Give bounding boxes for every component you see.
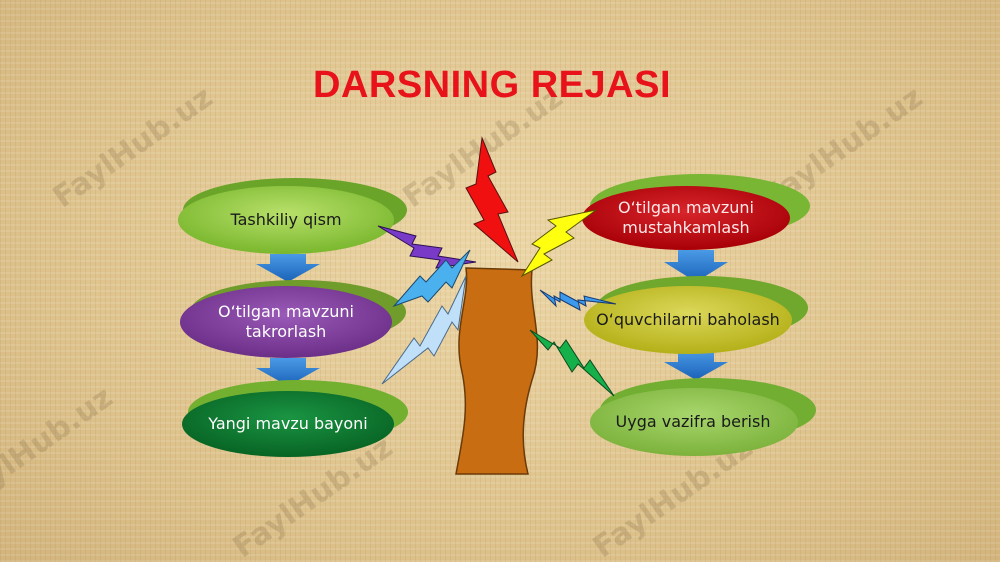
step-tashkiliy-qism: Tashkiliy qism — [186, 196, 386, 244]
lightning-icon — [465, 136, 519, 263]
step-yangi-mavzu-bayoni: Yangi mavzu bayoni — [186, 400, 390, 448]
arrow-down-icon — [664, 250, 728, 282]
step-otilgan-mavzuni-mustahkamlash: O‘tilgan mavzuni mustahkamlash — [590, 192, 782, 244]
step-label: Uyga vazifra berish — [615, 412, 771, 431]
step-otilgan-mavzuni-takrorlash: O‘tilgan mavzuni takrorlash — [190, 294, 382, 350]
lightning-icon — [392, 249, 471, 308]
step-label: Tashkiliy qism — [230, 210, 342, 229]
lightning-icon — [539, 289, 617, 311]
step-shape — [182, 391, 394, 457]
trunk-shape — [455, 267, 539, 475]
step-oquvchilarni-baholash: O‘quvchilarni baholash — [596, 294, 780, 346]
step-label: O‘quvchilarni baholash — [596, 310, 780, 329]
step-shape — [590, 388, 798, 456]
lightning-icon — [377, 225, 477, 269]
step-label: O‘tilgan mavzuni takrorlash — [217, 302, 354, 341]
step-uyga-vazifra-berish: Uyga vazifra berish — [608, 396, 778, 448]
step-shape — [584, 286, 792, 354]
arrow-down-icon — [256, 358, 320, 386]
lightning-icon — [520, 209, 597, 278]
step-shape — [582, 186, 790, 250]
step-shape — [178, 186, 394, 254]
arrow-down-icon — [256, 254, 320, 282]
lightning-icon — [381, 275, 467, 385]
step-label: Yangi mavzu bayoni — [208, 414, 368, 433]
page-title: DARSNING REJASI — [313, 64, 671, 106]
arrow-down-icon — [664, 350, 728, 380]
lightning-icon — [529, 329, 615, 397]
step-label: O‘tilgan mavzuni mustahkamlash — [617, 198, 754, 237]
step-shape — [180, 286, 392, 358]
